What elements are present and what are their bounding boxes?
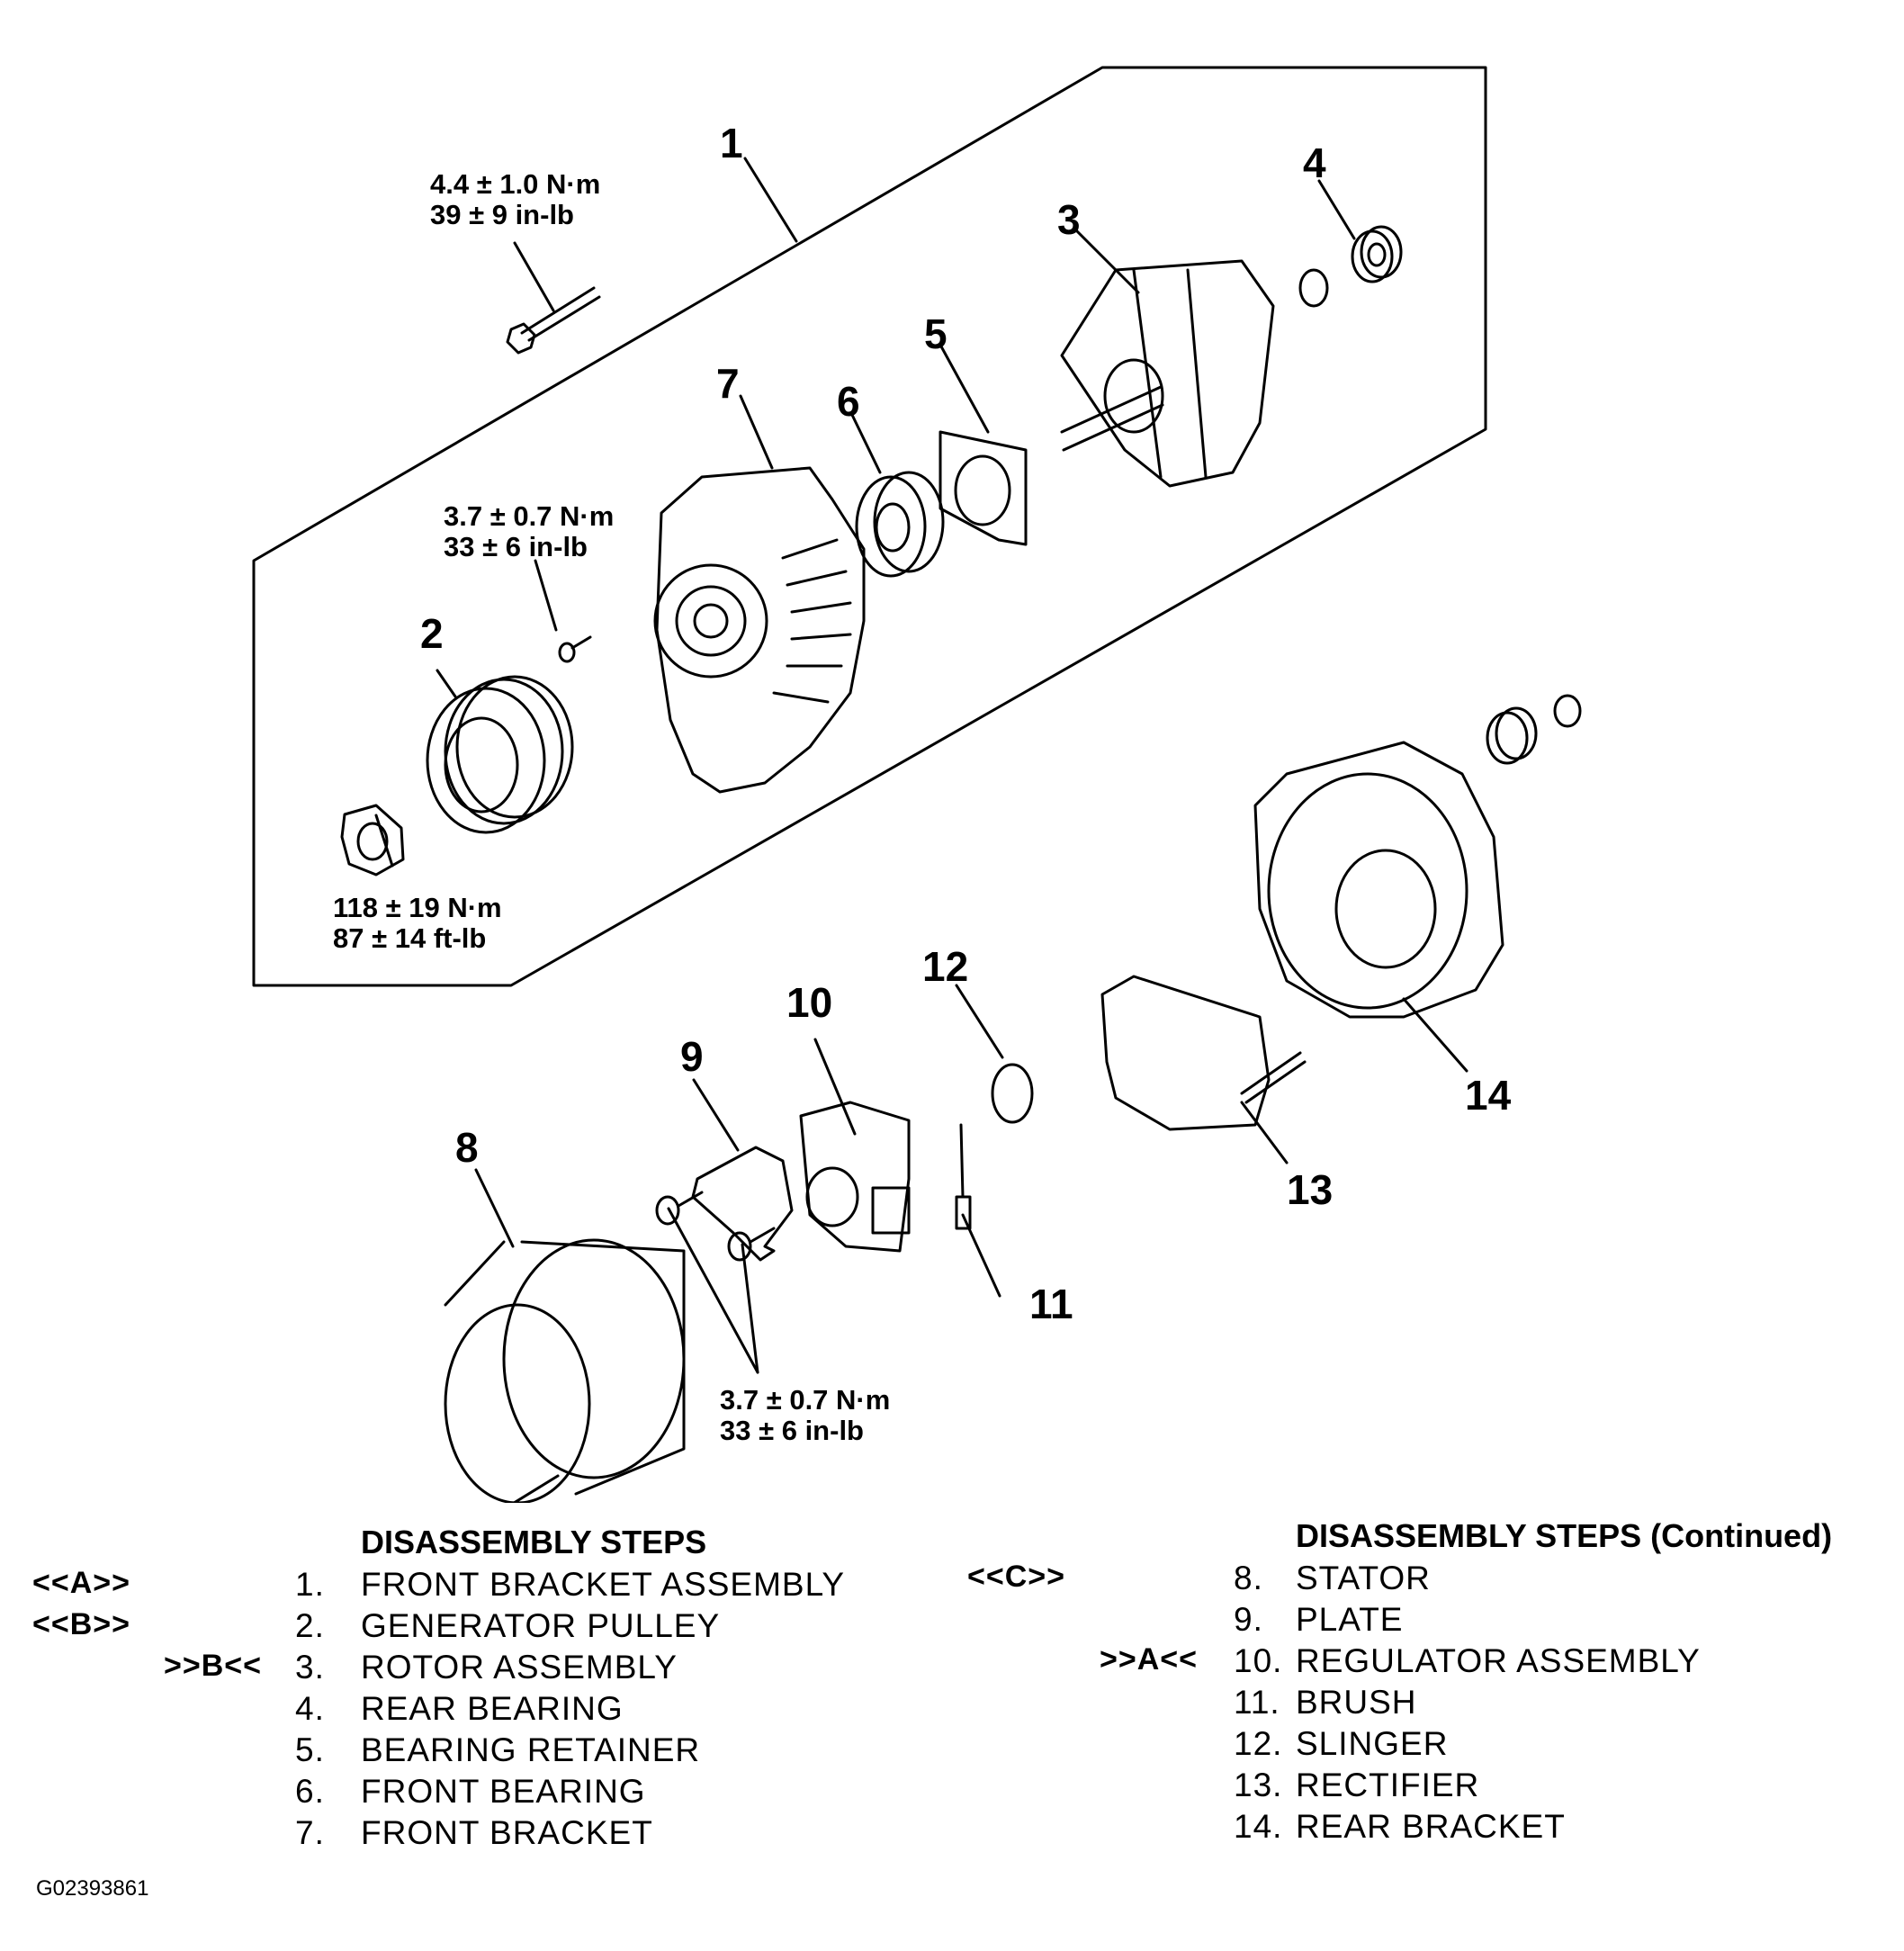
figure-id: G02393861 [36,1876,149,1901]
callout-10: 10 [786,979,832,1026]
torque-plate-screws-nm: 3.7 ± 0.7 N·m [720,1384,890,1416]
callout-6: 6 [837,378,860,425]
bearing-retainer [939,430,1028,546]
step-number: 11. [1234,1684,1280,1721]
slinger [991,1063,1034,1124]
plate [691,1146,794,1262]
torque-screw-nm: 3.7 ± 0.7 N·m [444,500,614,532]
step-code: >>B<< [164,1649,262,1683]
callout-5: 5 [924,310,948,357]
steps-left-title: DISASSEMBLY STEPS [361,1524,707,1560]
step-code: <<B>> [32,1607,130,1641]
step-number: 8. [1234,1560,1263,1596]
step-number: 9. [1234,1601,1263,1638]
callout-13: 13 [1287,1166,1333,1213]
torque-nut-nm: 118 ± 19 N·m [333,892,502,923]
step-label: REAR BEARING [361,1690,624,1727]
torque-screw-imp: 33 ± 6 in-lb [444,531,588,562]
callout-11: 11 [1029,1281,1073,1327]
screw-small [558,635,592,663]
step-label: SLINGER [1296,1725,1449,1762]
step-label: REAR BRACKET [1296,1808,1566,1845]
step-number: 12. [1234,1725,1283,1762]
brush [955,1123,972,1230]
steps-right-title: DISASSEMBLY STEPS (Continued) [1296,1517,1833,1554]
regulator-assembly [799,1101,911,1253]
step-label: RECTIFIER [1296,1767,1480,1803]
step-label: STATOR [1296,1560,1431,1596]
rear-nut [1486,694,1582,765]
stator [444,1238,686,1503]
step-number: 6. [295,1773,325,1810]
step-number: 7. [295,1814,325,1851]
step-number: 14. [1234,1808,1283,1845]
rear-bracket [1253,741,1504,1019]
step-number: 13. [1234,1767,1283,1803]
step-number: 2. [295,1607,325,1644]
step-number: 5. [295,1731,325,1768]
front-bracket [653,466,866,794]
torque-bolt-nm: 4.4 ± 1.0 N·m [430,168,600,200]
exploded-view-diagram: 1 2 3 4 5 6 7 8 9 10 11 12 13 14 4.4 ± 1… [252,66,1582,1503]
torque-bolt-imp: 39 ± 9 in-lb [430,199,574,230]
callout-1: 1 [720,120,743,166]
step-number: 3. [295,1649,325,1686]
pulley-nut [340,804,405,877]
rear-bearing [1298,225,1403,308]
callout-2: 2 [420,610,444,657]
step-label: GENERATOR PULLEY [361,1607,721,1644]
step-label: BRUSH [1296,1684,1417,1721]
rotor-assembly [1060,259,1275,488]
callout-14: 14 [1465,1072,1512,1119]
step-label: PLATE [1296,1601,1404,1638]
callout-8: 8 [455,1124,479,1171]
step-label: BEARING RETAINER [361,1731,701,1768]
front-bearing [855,471,945,578]
step-code: <<A>> [32,1566,130,1600]
step-number: 1. [295,1566,325,1603]
step-number: 10. [1234,1642,1283,1679]
step-code: >>A<< [1100,1642,1198,1677]
torque-nut-imp: 87 ± 14 ft-lb [333,922,486,954]
callout-12: 12 [922,943,968,990]
callout-3: 3 [1057,196,1081,243]
step-label: REGULATOR ASSEMBLY [1296,1642,1701,1679]
callout-9: 9 [680,1033,704,1080]
plate-screws [655,1191,776,1262]
front-bracket-assembly-outline [252,66,1487,987]
step-label: FRONT BEARING [361,1773,646,1810]
rectifier [1100,975,1307,1131]
step-label: FRONT BRACKET ASSEMBLY [361,1566,846,1603]
step-code: <<C>> [967,1560,1065,1594]
callout-4: 4 [1303,139,1326,186]
torque-plate-screws-imp: 33 ± 6 in-lb [720,1415,864,1446]
step-label: ROTOR ASSEMBLY [361,1649,678,1686]
through-bolt [506,286,601,355]
step-number: 4. [295,1690,325,1727]
generator-pulley [426,675,574,834]
callout-7: 7 [716,360,740,407]
step-label: FRONT BRACKET [361,1814,653,1851]
